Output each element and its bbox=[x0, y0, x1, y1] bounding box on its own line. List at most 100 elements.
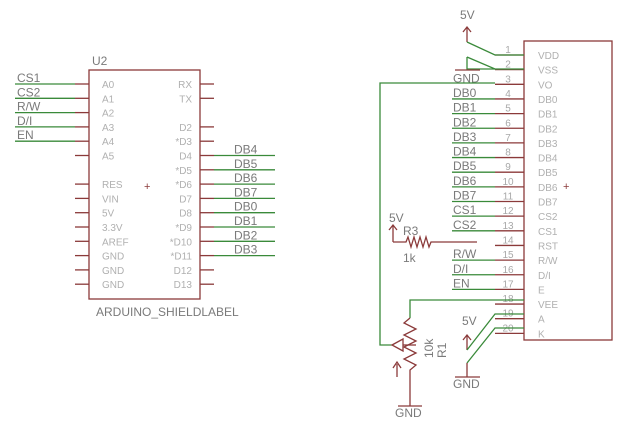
lcd-pin-label: DB7 bbox=[538, 198, 558, 209]
top-5v-supply: 5V bbox=[460, 8, 475, 42]
lcd-pin-number: 2 bbox=[505, 60, 511, 71]
lcd-origin-marker: + bbox=[563, 181, 569, 193]
top-5v-arrow-icon bbox=[462, 25, 472, 33]
u2-pin-label: RES bbox=[102, 180, 123, 191]
u2-pin-label: A2 bbox=[102, 109, 115, 120]
net-label-db6: DB6 bbox=[453, 174, 477, 188]
net-label-db6: DB6 bbox=[234, 171, 258, 185]
u2-pin-label: A1 bbox=[102, 94, 115, 105]
lcd-pin-label: VEE bbox=[538, 300, 558, 311]
net-label-db0: DB0 bbox=[234, 200, 258, 214]
net-label-db5: DB5 bbox=[234, 157, 258, 171]
lcd-pin-number: 8 bbox=[505, 148, 511, 159]
net-label-r-w: R/W bbox=[17, 100, 41, 114]
net-label-db3: DB3 bbox=[234, 243, 258, 257]
lcd-pin-number: 4 bbox=[505, 89, 511, 100]
vo-contrast-wire bbox=[379, 82, 477, 346]
r1-name-label: R1 bbox=[435, 342, 449, 358]
top-5v-label: 5V bbox=[460, 8, 475, 22]
u2-pin-label: D8 bbox=[179, 209, 192, 220]
lcd-pin-label: DB0 bbox=[538, 95, 558, 106]
u2-pin-label: *D10 bbox=[170, 237, 193, 248]
cathode-wire bbox=[466, 327, 524, 364]
net-label-cs2: CS2 bbox=[453, 218, 477, 232]
lcd-pin-number: 20 bbox=[502, 323, 514, 334]
lcd-pin-number: 1 bbox=[505, 45, 511, 56]
lcd-pin-label: DB1 bbox=[538, 110, 558, 121]
net-label-db4: DB4 bbox=[453, 145, 477, 159]
anode-wire bbox=[466, 313, 524, 351]
u2-pin-label: AREF bbox=[102, 237, 129, 248]
u2-pin-label: *D5 bbox=[175, 166, 192, 177]
u2-pin-label: D12 bbox=[174, 266, 193, 277]
r3-zigzag bbox=[393, 234, 477, 250]
net-label-cs2: CS2 bbox=[17, 85, 41, 99]
lcd-pin-label: DB5 bbox=[538, 168, 558, 179]
u2-pin-label: 3.3V bbox=[102, 223, 123, 234]
net-label-db0: DB0 bbox=[453, 86, 477, 100]
lcd-pin-label: DB2 bbox=[538, 124, 558, 135]
lcd-pin-number: 3 bbox=[505, 74, 511, 85]
r1-adjust-arrow-icon bbox=[392, 360, 402, 369]
net-label-db7: DB7 bbox=[234, 185, 258, 199]
lcd-pin-label: K bbox=[538, 329, 545, 340]
net-label-d-i: D/I bbox=[17, 114, 32, 128]
net-label-db1: DB1 bbox=[234, 214, 258, 228]
lcd-pin-number: 7 bbox=[505, 133, 511, 144]
net-label-cs1: CS1 bbox=[17, 71, 41, 85]
pot-gnd-label: GND bbox=[395, 406, 422, 420]
u2-pin-label: 5V bbox=[102, 209, 115, 220]
u2-name-label: U2 bbox=[92, 54, 108, 68]
u2-pin-label: RX bbox=[178, 80, 192, 91]
u2-pin-label: GND bbox=[102, 252, 124, 263]
backlight-power: 5V GND bbox=[453, 313, 524, 391]
lcd-pin-label: CS2 bbox=[538, 212, 558, 223]
r1-wiper-arrow-icon bbox=[390, 337, 404, 353]
lcd-pin-label: VSS bbox=[538, 66, 558, 77]
net-label-en: EN bbox=[453, 276, 470, 290]
lcd-pin-number: 6 bbox=[505, 118, 511, 129]
net-label-gnd: GND bbox=[453, 71, 480, 85]
lcd-pin-label: R/W bbox=[538, 256, 558, 267]
r1-zigzag bbox=[402, 317, 418, 406]
u2-right-pins: RXTXD2*D3D4DB4*D5DB5*D6DB6D7DB7D8DB0*D9D… bbox=[170, 80, 275, 291]
lcd-body bbox=[523, 40, 613, 341]
u2-value-label: ARDUINO_SHIELDLABEL bbox=[96, 305, 239, 319]
lcd-pin-label: DB6 bbox=[538, 183, 558, 194]
u2-pin-label: A0 bbox=[102, 80, 115, 91]
u2-pin-label: *D3 bbox=[175, 137, 192, 148]
u2-pin-label: TX bbox=[179, 94, 192, 105]
lcd-pin-number: 9 bbox=[505, 162, 511, 173]
lcd-pin-number: 13 bbox=[502, 221, 514, 232]
net-label-cs1: CS1 bbox=[453, 203, 477, 217]
lcd-pin-number: 12 bbox=[502, 206, 514, 217]
backlight-gnd-label: GND bbox=[453, 377, 480, 391]
u2-pin-label: A5 bbox=[102, 152, 115, 163]
lcd-pin-number: 5 bbox=[505, 104, 511, 115]
lcd-module: + 1VDD2VSS3VOGND4DB0DB05DB1DB16DB2DB27DB… bbox=[452, 40, 613, 341]
u2-pin-label: D4 bbox=[179, 152, 192, 163]
u2-pin-label: VIN bbox=[102, 194, 119, 205]
net-label-db4: DB4 bbox=[234, 143, 258, 157]
net-label-db5: DB5 bbox=[453, 159, 477, 173]
u2-pin-label: D7 bbox=[179, 194, 192, 205]
backlight-5v-label: 5V bbox=[462, 314, 477, 328]
lcd-pin-label: A bbox=[538, 315, 545, 326]
net-label-db1: DB1 bbox=[453, 101, 477, 115]
r1-potentiometer: 10k R1 GND bbox=[390, 299, 524, 420]
u2-pin-label: *D9 bbox=[175, 223, 192, 234]
lcd-pin-number: 16 bbox=[502, 265, 514, 276]
net-label-db7: DB7 bbox=[453, 189, 477, 203]
net-label-r-w: R/W bbox=[453, 247, 477, 261]
u2-left-pins: A0A1A2A3A4A5RESVIN5V3.3VAREFGNDGNDGNDCS1… bbox=[15, 71, 129, 291]
u2-pin-label: D2 bbox=[179, 123, 192, 134]
u2-pin-label: *D11 bbox=[171, 252, 193, 263]
net-label-db2: DB2 bbox=[453, 115, 477, 129]
u2-pin-label: A4 bbox=[102, 137, 115, 148]
lcd-pin-label: DB4 bbox=[538, 154, 558, 165]
net-label-db3: DB3 bbox=[453, 130, 477, 144]
r1-value-label: 10k bbox=[422, 338, 436, 358]
net-label-d-i: D/I bbox=[453, 262, 468, 276]
lcd-pin-label: RST bbox=[538, 241, 558, 252]
